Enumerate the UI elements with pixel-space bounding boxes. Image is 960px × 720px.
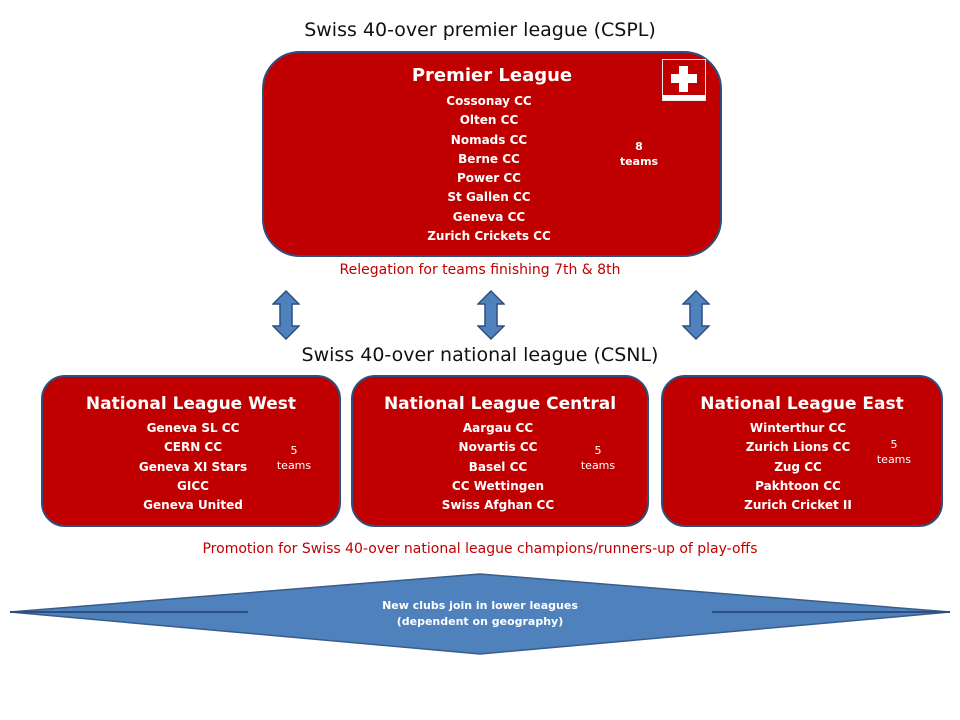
national-league-east-title: National League East xyxy=(700,394,904,414)
team-item: GICC xyxy=(177,478,209,493)
team-item: Berne CC xyxy=(458,151,520,166)
team-count-label: teams xyxy=(580,459,616,472)
team-item: Zurich Crickets CC xyxy=(427,229,551,244)
swiss-flag-logo-icon xyxy=(662,59,706,101)
premier-league-title: Premier League xyxy=(411,65,573,86)
team-item: Aargau CC xyxy=(462,421,534,435)
premier-team-count: 8 teams xyxy=(616,139,662,169)
team-item: Swiss Afghan CC xyxy=(441,498,555,513)
relegation-text: Relegation for teams finishing 7th & 8th xyxy=(339,262,621,278)
premier-team-list: Cossonay CC Olten CC Nomads CC Berne CC … xyxy=(384,92,594,246)
team-item: Geneva CC xyxy=(452,209,526,224)
double-arrow-icon xyxy=(272,290,300,340)
team-item: Novartis CC xyxy=(458,440,538,455)
team-item: Pakhtoon CC xyxy=(755,478,841,493)
lower-leagues-line: New clubs join in lower leagues xyxy=(382,599,578,612)
team-item: Geneva XI Stars xyxy=(138,459,248,474)
team-count-number: 5 xyxy=(890,438,898,451)
national-league-east-box: National League East Winterthur CC Zuric… xyxy=(661,375,943,527)
team-count-label: teams xyxy=(876,453,912,466)
premier-league-heading: Swiss 40-over premier league (CSPL) xyxy=(304,19,656,41)
team-item: Cossonay CC xyxy=(446,94,532,108)
east-team-list: Winterthur CC Zurich Lions CC Zug CC Pak… xyxy=(723,419,873,515)
promotion-text: Promotion for Swiss 40-over national lea… xyxy=(202,541,758,557)
west-team-count: 5 teams xyxy=(271,443,317,473)
national-league-west-box: National League West Geneva SL CC CERN C… xyxy=(41,375,341,527)
team-count-number: 8 xyxy=(635,140,643,153)
team-item: Olten CC xyxy=(459,113,519,128)
team-count-number: 5 xyxy=(594,444,602,457)
central-team-list: Aargau CC Novartis CC Basel CC CC Wettin… xyxy=(423,419,573,515)
national-league-central-title: National League Central xyxy=(383,394,617,414)
team-count-number: 5 xyxy=(290,444,298,457)
team-item: CERN CC xyxy=(163,440,223,455)
team-item: Power CC xyxy=(457,171,521,186)
national-league-west-title: National League West xyxy=(85,394,297,414)
east-team-count: 5 teams xyxy=(871,437,917,467)
national-league-central-box: National League Central Aargau CC Novart… xyxy=(351,375,649,527)
team-item: Nomads CC xyxy=(450,132,528,147)
team-item: Zug CC xyxy=(774,459,822,474)
team-item: Geneva United xyxy=(143,498,243,513)
premier-league-box: Premier League Cossonay CC Olten CC Noma… xyxy=(262,51,722,257)
national-league-heading: Swiss 40-over national league (CSNL) xyxy=(301,344,659,366)
central-team-count: 5 teams xyxy=(575,443,621,473)
team-item: Zurich Lions CC xyxy=(745,440,851,455)
team-item: Zurich Cricket II xyxy=(744,498,852,513)
team-item: CC Wettingen xyxy=(451,478,545,493)
team-count-label: teams xyxy=(276,459,312,472)
lower-leagues-line: (dependent on geography) xyxy=(396,615,564,628)
lower-leagues-arrow-shape xyxy=(9,573,951,655)
team-item: Basel CC xyxy=(468,459,528,474)
team-item: Winterthur CC xyxy=(749,421,847,435)
double-arrow-icon xyxy=(477,290,505,340)
team-item: Geneva SL CC xyxy=(146,421,240,435)
west-team-list: Geneva SL CC CERN CC Geneva XI Stars GIC… xyxy=(118,419,268,515)
lower-leagues-text: New clubs join in lower leagues (depende… xyxy=(330,598,630,630)
double-arrow-icon xyxy=(682,290,710,340)
team-item: St Gallen CC xyxy=(447,190,531,205)
team-count-label: teams xyxy=(619,155,659,168)
